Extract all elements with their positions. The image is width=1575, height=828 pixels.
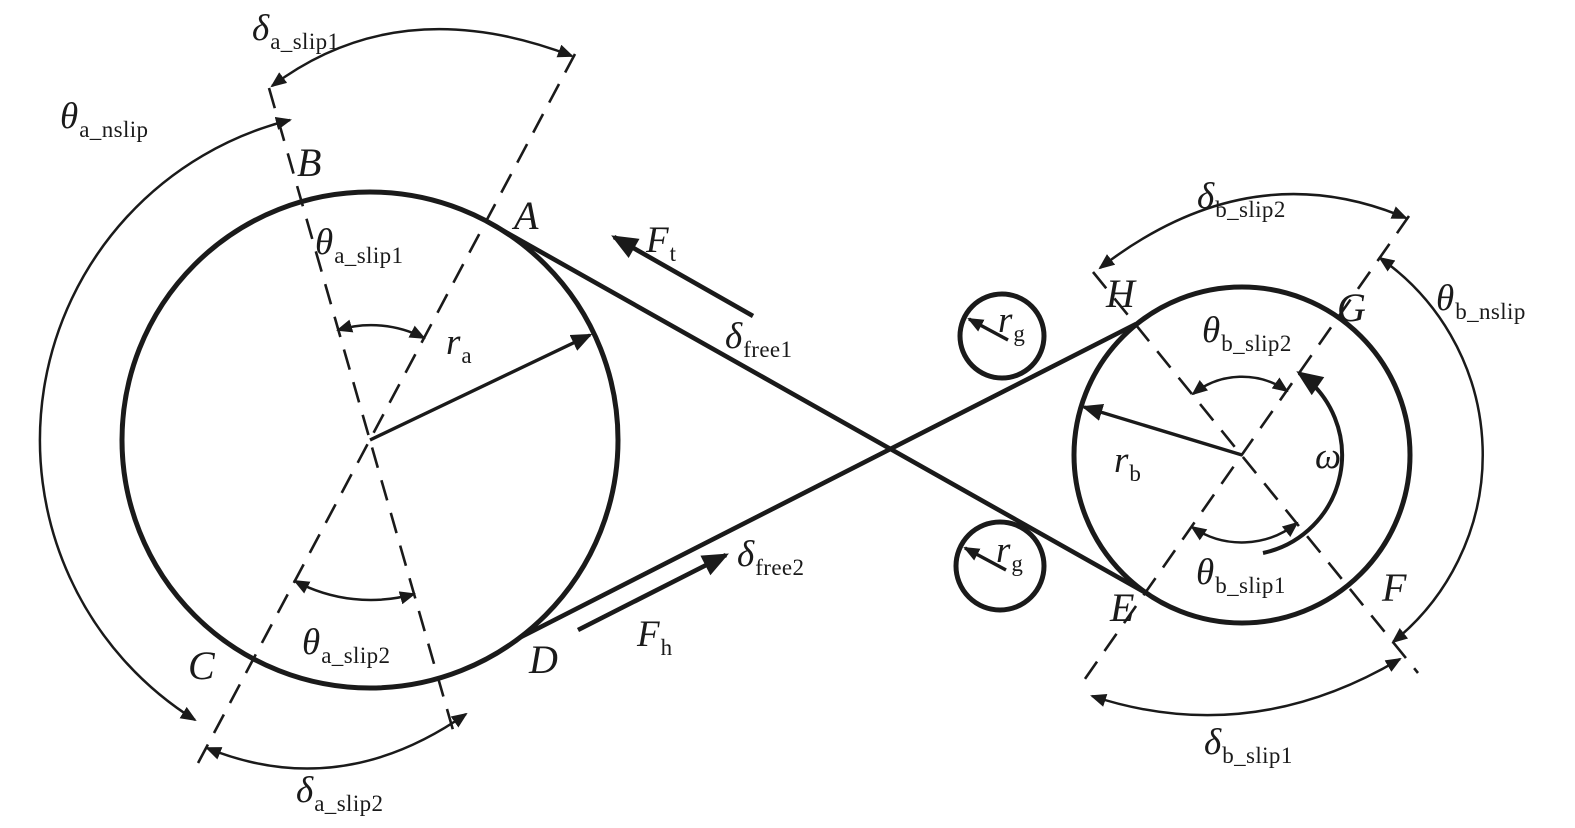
label-main: ω [1315,436,1342,477]
radius-arrow-rb [1081,403,1243,457]
label-main: θ [302,622,321,663]
label-main: δ [252,8,270,49]
label-sub: a_slip2 [314,791,384,816]
label-point-B: B [297,143,322,183]
omega-rotation-arrow [1262,371,1345,555]
arc-theta-a-slip1 [336,319,426,340]
label-main: r [446,322,461,363]
dashed-axis-right-HF [1091,271,1420,674]
belt-span-AE [484,218,1148,596]
radius-arrow-rg-top [967,317,1009,342]
label-point-G: G [1337,288,1367,328]
label-delta-free2: δfree2 [737,534,804,579]
guide-pulley-bottom [953,519,1047,613]
force-arrow-ft [611,235,755,318]
arc-delta-b-slip2 [1098,192,1408,270]
arc-theta-b-nslip [1378,256,1484,644]
label-main: θ [60,96,79,137]
radius-arrow-ra [369,333,593,442]
arc-theta-b-slip1 [1190,521,1299,544]
label-main: θ [1436,278,1455,319]
label-theta-b-slip1: θb_slip1 [1196,552,1286,597]
label-sub: g [1013,321,1026,346]
label-main: E [1110,585,1135,630]
label-radius-ra: ra [446,322,472,367]
label-theta-b-nslip: θb_nslip [1436,278,1526,323]
arc-delta-a-slip1 [270,27,574,88]
label-main: D [529,637,558,682]
label-sub: b_nslip [1455,299,1526,324]
label-delta-free1: δfree1 [725,316,792,361]
label-sub: b_slip1 [1222,743,1293,768]
radius-arrow-rg-bottom [963,546,1007,572]
label-sub: b_slip2 [1221,331,1292,356]
label-delta-b-slip1: δb_slip1 [1204,722,1293,767]
arc-delta-a-slip2 [205,712,468,770]
label-point-E: E [1110,588,1135,628]
label-main: θ [315,222,334,263]
label-sub: a [461,343,473,368]
label-point-C: C [188,646,216,686]
label-sub: t [669,241,677,266]
label-radius-rg-top: rg [998,300,1025,345]
label-main: r [1114,440,1129,481]
arc-theta-a-slip2 [293,579,416,605]
label-sub: a_slip1 [270,29,340,54]
label-sub: a_nslip [79,117,149,142]
dashed-axis-right-GE [1078,215,1411,687]
label-sub: a_slip2 [321,643,391,668]
label-theta-a-slip1: θa_slip1 [315,222,403,267]
label-main: θ [1196,552,1215,593]
label-main: C [188,643,215,688]
label-main: δ [725,316,743,357]
label-point-F: F [1382,568,1407,608]
dashed-axis-left-BD [267,87,455,731]
label-delta-a-slip1: δa_slip1 [252,8,339,53]
label-sub: h [660,635,673,660]
label-main: δ [1204,722,1222,763]
label-omega: ω [1315,438,1342,475]
label-main: θ [1202,310,1221,351]
label-force-ft: Ft [646,220,676,265]
label-point-A: A [514,196,539,236]
guide-pulley-top [957,291,1047,381]
label-main: r [998,300,1013,341]
label-delta-b-slip2: δb_slip2 [1197,176,1286,221]
label-sub: a_slip1 [334,243,404,268]
label-sub: b_slip2 [1215,197,1286,222]
label-main: δ [737,534,755,575]
arc-theta-a-nslip [38,116,292,722]
label-theta-a-slip2: θa_slip2 [302,622,390,667]
force-arrow-fh [576,552,729,633]
label-delta-a-slip2: δa_slip2 [296,770,383,815]
label-main: δ [296,770,314,811]
label-sub: free2 [755,555,805,580]
label-force-fh: Fh [637,614,673,659]
belt-span-DH [517,321,1138,641]
label-radius-rg-bottom: rg [996,530,1023,575]
pulley-b [1071,284,1413,626]
label-main: δ [1197,176,1215,217]
label-main: H [1106,271,1135,316]
arc-theta-b-slip2 [1191,375,1289,396]
label-sub: b [1129,461,1142,486]
label-main: B [297,140,322,185]
label-theta-b-slip2: θb_slip2 [1202,310,1292,355]
label-main: A [514,193,539,238]
label-sub: free1 [743,337,793,362]
label-point-D: D [529,640,559,680]
label-main: F [637,614,660,655]
arc-delta-b-slip1 [1090,657,1402,717]
label-sub: b_slip1 [1215,573,1286,598]
label-theta-a-nslip: θa_nslip [60,96,148,141]
label-radius-rb: rb [1114,440,1141,485]
label-sub: g [1011,551,1024,576]
pulley-a [119,189,621,691]
label-main: F [646,220,669,261]
label-point-H: H [1106,274,1136,314]
label-main: F [1382,565,1407,610]
label-main: r [996,530,1011,571]
label-main: G [1337,285,1366,330]
